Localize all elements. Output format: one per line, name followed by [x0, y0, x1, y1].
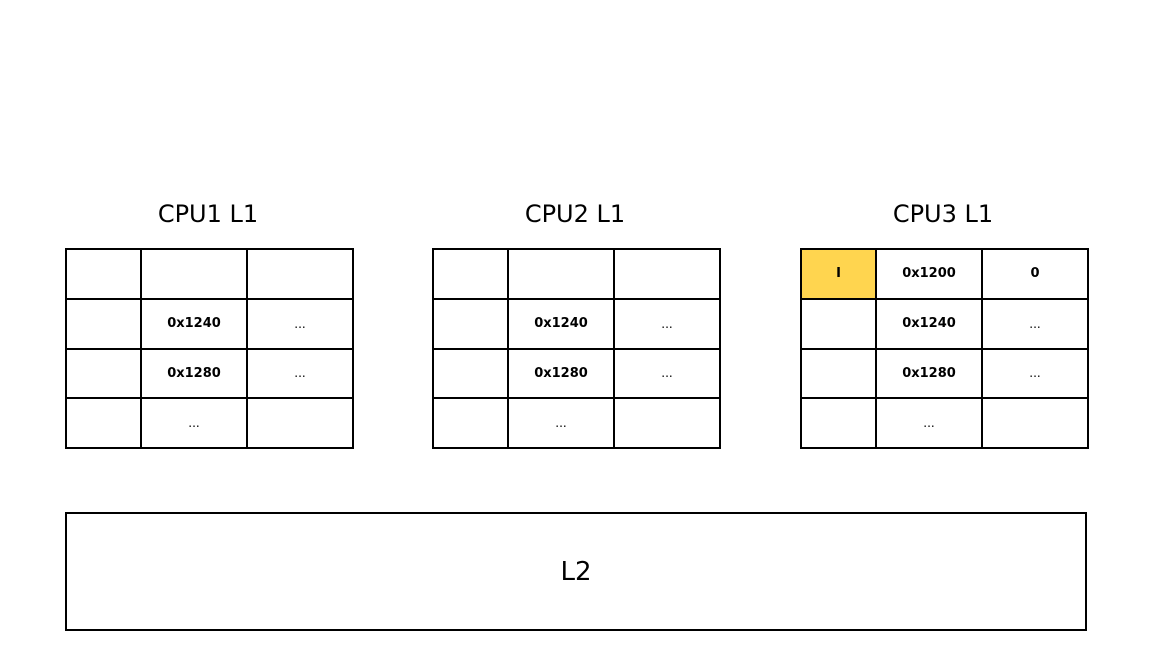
l2-cache-box: L2 — [65, 512, 1087, 631]
cpu1-l1-cache-table: 0x1240 ... 0x1280 ... ... — [65, 248, 354, 449]
invalid-state-cell: I — [800, 248, 877, 300]
data-cell: ... — [981, 347, 1089, 400]
state-cell — [432, 397, 509, 449]
data-cell: ... — [246, 297, 354, 350]
data-cell: ... — [613, 297, 721, 350]
cpu2-l1-cache-table: 0x1240 ... 0x1280 ... ... — [432, 248, 721, 449]
address-cell — [507, 248, 615, 300]
cpu2-cache-title: CPU2 L1 — [524, 200, 626, 228]
l2-label: L2 — [560, 556, 592, 587]
data-cell: ... — [981, 297, 1089, 350]
cache-line-row: I 0x1200 0 — [800, 248, 1089, 300]
data-cell — [246, 397, 354, 449]
data-cell: 0 — [981, 248, 1089, 300]
address-cell: 0x1280 — [875, 347, 983, 400]
address-cell: 0x1280 — [140, 347, 248, 400]
cache-line-row: 0x1240 ... — [800, 297, 1089, 350]
address-cell: 0x1240 — [140, 297, 248, 350]
address-cell: 0x1240 — [875, 297, 983, 350]
data-cell — [613, 248, 721, 300]
cache-line-row: ... — [800, 397, 1089, 449]
state-cell — [65, 347, 142, 400]
cache-line-row: 0x1280 ... — [65, 347, 354, 400]
data-cell: ... — [613, 347, 721, 400]
data-cell: ... — [246, 347, 354, 400]
address-cell: ... — [507, 397, 615, 449]
cache-line-row — [432, 248, 721, 300]
address-cell: 0x1200 — [875, 248, 983, 300]
state-cell — [432, 248, 509, 300]
state-cell — [432, 347, 509, 400]
cache-line-row: 0x1240 ... — [432, 297, 721, 350]
state-cell — [432, 297, 509, 350]
cpu3-l1-cache-table: I 0x1200 0 0x1240 ... 0x1280 ... ... — [800, 248, 1089, 449]
state-cell — [65, 297, 142, 350]
state-cell — [65, 397, 142, 449]
address-cell — [140, 248, 248, 300]
cache-line-row: ... — [432, 397, 721, 449]
data-cell — [613, 397, 721, 449]
address-cell: 0x1280 — [507, 347, 615, 400]
cpu3-cache-title: CPU3 L1 — [892, 200, 994, 228]
data-cell — [246, 248, 354, 300]
address-cell: 0x1240 — [507, 297, 615, 350]
address-cell: ... — [140, 397, 248, 449]
state-cell — [65, 248, 142, 300]
address-cell: ... — [875, 397, 983, 449]
cache-line-row — [65, 248, 354, 300]
state-cell — [800, 297, 877, 350]
state-cell — [800, 347, 877, 400]
cache-line-row: ... — [65, 397, 354, 449]
cache-line-row: 0x1240 ... — [65, 297, 354, 350]
cpu1-cache-title: CPU1 L1 — [157, 200, 259, 228]
cache-line-row: 0x1280 ... — [432, 347, 721, 400]
state-cell — [800, 397, 877, 449]
cache-line-row: 0x1280 ... — [800, 347, 1089, 400]
data-cell — [981, 397, 1089, 449]
